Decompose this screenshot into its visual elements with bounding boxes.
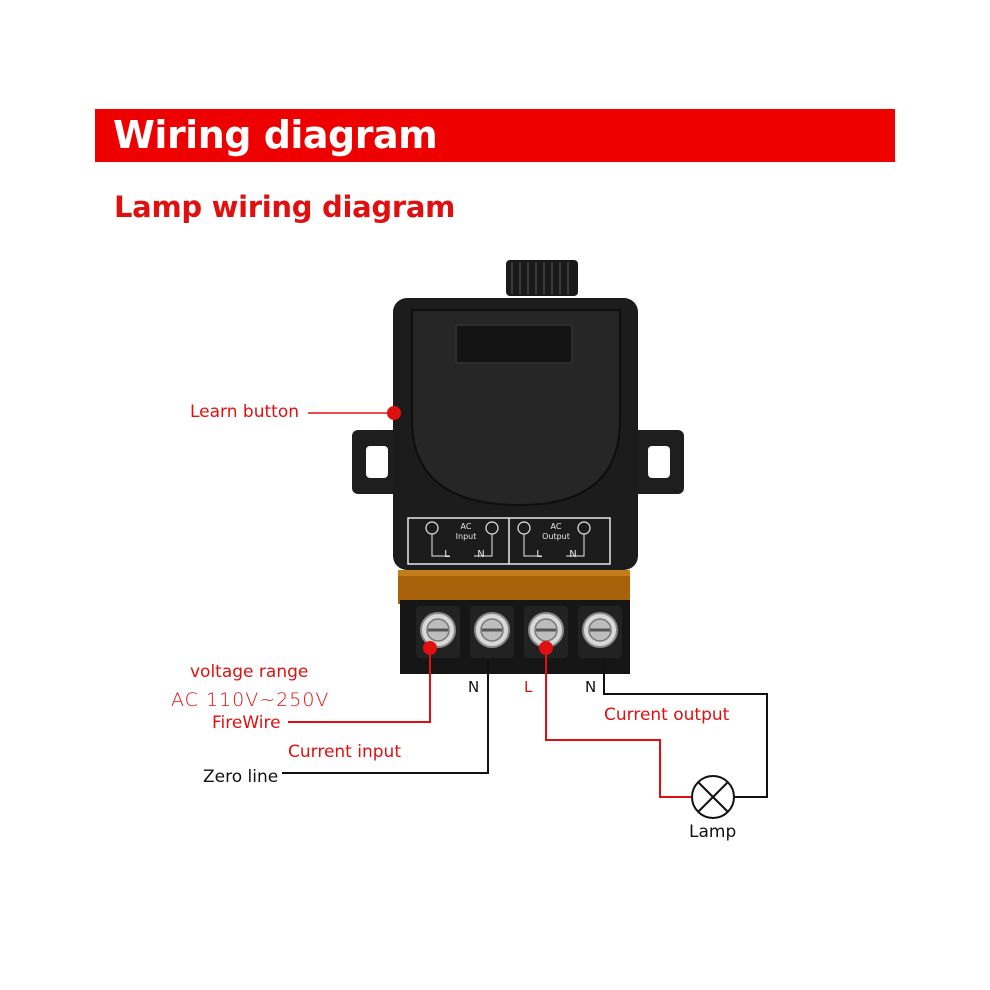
learn-button-marker — [387, 406, 401, 420]
output-wire — [545, 655, 692, 798]
zero-line-label: Zero line — [203, 767, 279, 787]
terminal-letter: L — [536, 549, 542, 560]
antenna — [506, 260, 578, 296]
panel-ac-label: AC — [461, 522, 472, 531]
firewire-wire — [288, 655, 431, 723]
zero-line-wire — [282, 660, 489, 774]
terminal-letter: N — [569, 549, 576, 560]
lamp-icon — [691, 775, 735, 819]
terminal-panel: AC Input AC Output L N L N — [407, 517, 611, 565]
terminal-letter: L — [444, 549, 450, 560]
lamp-label: Lamp — [689, 822, 737, 842]
terminal-screw — [420, 612, 456, 648]
current-input-label: Current input — [288, 742, 401, 762]
panel-output-label: Output — [542, 532, 570, 541]
voltage-range-label: voltage range — [190, 662, 309, 682]
terminal-screw — [474, 612, 510, 648]
panel-input-label: Input — [456, 532, 477, 541]
relay-body — [393, 298, 638, 570]
label-window — [455, 324, 573, 364]
mounting-ear-left — [352, 430, 402, 494]
terminal-screw — [582, 612, 618, 648]
neutral-return-wire — [603, 660, 768, 798]
firewire-label: FireWire — [212, 713, 281, 733]
current-output-label: Current output — [604, 705, 730, 725]
diagram-subtitle: Lamp wiring diagram — [114, 190, 456, 224]
terminal-callout-l-output: L — [524, 678, 533, 696]
input-l-marker — [423, 641, 437, 655]
page-title: Wiring diagram — [113, 113, 438, 157]
output-l-marker — [539, 641, 553, 655]
terminal-screw — [528, 612, 564, 648]
terminal-callout-n-output: N — [585, 678, 597, 696]
terminal-letter: N — [477, 549, 484, 560]
mounting-ear-right — [632, 430, 684, 494]
title-banner: Wiring diagram — [95, 109, 895, 162]
terminal-block — [400, 600, 630, 674]
panel-ac-label: AC — [551, 522, 562, 531]
terminal-callout-n-input: N — [468, 678, 480, 696]
voltage-value: AC 110V~250V — [171, 689, 330, 711]
learn-button-label: Learn button — [190, 402, 299, 422]
